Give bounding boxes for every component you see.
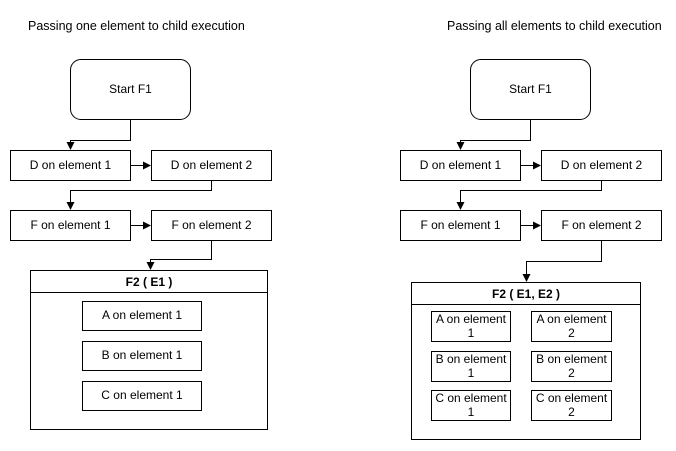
connector-f2-to-container-left: [146, 241, 212, 270]
task-box-d2-left: D on element 2: [151, 150, 272, 181]
task-box-d1-right: D on element 1: [400, 150, 521, 181]
child-box-b2-right: B on element 2: [531, 351, 612, 382]
child-box-a2-right: A on element 2: [531, 311, 612, 342]
task-box-f2-left: F on element 2: [151, 210, 272, 241]
connector-start-to-d1-left: [66, 120, 131, 150]
task-box-d1-left: D on element 1: [10, 150, 131, 181]
task-box-f2-right: F on element 2: [541, 210, 662, 241]
start-node-left: Start F1: [70, 59, 191, 120]
child-box-b1-right: B on element 1: [431, 351, 511, 382]
start-node-right: Start F1: [470, 59, 591, 120]
connector-f1-to-f2-right: [521, 221, 541, 230]
diagram-title-left: Passing one element to child execution: [28, 19, 245, 33]
connector-d2-to-f1-right: [456, 181, 602, 210]
child-box-b-left: B on element 1: [82, 341, 202, 371]
child-box-c2-right: C on element 2: [531, 390, 612, 421]
child-box-c-left: C on element 1: [82, 381, 202, 411]
f2-e1-container: F2 ( E1 ) A on element 1 B on element 1 …: [30, 270, 268, 430]
f2-e1-e2-container: F2 ( E1, E2 ) A on element 1 A on elemen…: [411, 282, 641, 440]
child-box-a1-right: A on element 1: [431, 311, 511, 342]
child-box-a-left: A on element 1: [82, 301, 202, 331]
child-box-c1-right: C on element 1: [431, 390, 511, 421]
task-box-d2-right: D on element 2: [541, 150, 662, 181]
task-box-f1-left: F on element 1: [10, 210, 131, 241]
task-box-f1-right: F on element 1: [400, 210, 521, 241]
connector-f1-to-f2-left: [131, 221, 151, 230]
connector-f2-to-container-right: [522, 241, 602, 282]
f2-e1-e2-container-header: F2 ( E1, E2 ): [412, 283, 640, 305]
connector-start-to-d1-right: [456, 120, 531, 150]
diagram-title-right: Passing all elements to child execution: [447, 19, 662, 33]
connector-d2-to-f1-left: [66, 181, 212, 210]
connector-d1-to-d2-left: [131, 161, 151, 170]
connector-d1-to-d2-right: [521, 161, 541, 170]
f2-e1-container-header: F2 ( E1 ): [31, 271, 267, 293]
